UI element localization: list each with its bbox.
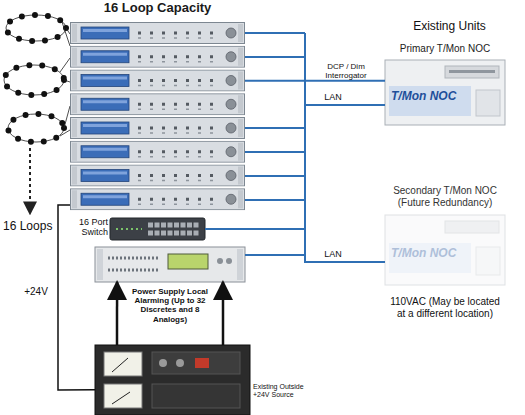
interface-module: [71, 23, 245, 44]
logo-band: [389, 86, 471, 116]
button: [226, 258, 232, 264]
alarm-unit: Power Supply Local Alarming (Up to 32 Di…: [95, 247, 245, 282]
lan-cable: [205, 229, 385, 262]
sensor-loop: [8, 114, 64, 142]
loop-wire: [60, 106, 70, 136]
annotation-label: Existing Units: [392, 20, 507, 34]
connector-label: +24V: [18, 286, 54, 298]
interface-module: [71, 165, 245, 186]
node-label: Secondary T/Mon NOC (Future Redundancy): [385, 185, 505, 208]
noc-unit: Secondary T/Mon NOC (Future Redundancy)T…: [385, 215, 505, 285]
power-wire: [222, 282, 225, 345]
node-label: Existing Outside +24V Source: [253, 383, 319, 399]
loop-wire: [60, 58, 70, 82]
front-panel: [476, 90, 500, 116]
noc-chassis: [385, 215, 505, 285]
connector-label: LAN: [318, 249, 348, 259]
meter-needle: [112, 392, 130, 404]
drive-bay: [445, 66, 499, 78]
switch-ports: [148, 223, 200, 228]
power-source: Existing Outside +24V Source: [95, 345, 250, 415]
noc-unit: Primary T/Mon NOCT/Mon NOC: [385, 60, 505, 125]
sensor-dots: [6, 15, 66, 41]
rack-ear: [237, 249, 243, 280]
analog-meter: [104, 352, 142, 376]
knob: [176, 359, 184, 367]
logo-band: [389, 243, 471, 273]
drive-slot: [449, 70, 495, 73]
interface-module: [71, 70, 245, 91]
interface-module: [71, 118, 245, 139]
node-label: 16 Loop Capacity: [70, 1, 245, 16]
indicator: [195, 358, 209, 368]
network-switch: 16 Port Switch: [110, 218, 205, 240]
meter-needle: [112, 358, 128, 372]
node-label: Primary T/Mon NOC: [385, 43, 505, 55]
dotted-arrow: [29, 148, 31, 214]
annotation-label: 110VAC (May be located at a different lo…: [385, 296, 505, 319]
rack-ear: [97, 249, 103, 280]
analog-meter: [104, 384, 142, 408]
terminal-strip: [108, 257, 160, 260]
sensor-loop: [4, 65, 64, 95]
sensor-dots: [8, 114, 64, 142]
noc-chassis: [385, 60, 505, 125]
annotation-label: 16 Loops: [3, 220, 55, 234]
noc-faded: [385, 215, 505, 285]
power-wire: [116, 282, 119, 345]
drive-bay: [445, 221, 499, 233]
connector-label: DCP / Dim Interrogator: [308, 62, 384, 80]
lan-cable: [205, 200, 305, 229]
lan-cable: [205, 229, 305, 255]
logo-text: T/Mon NOC: [391, 90, 471, 104]
button: [217, 258, 223, 264]
rack-chassis: 16 Loop Capacity: [70, 22, 245, 212]
alarm-unit-body: [95, 247, 245, 282]
interface-module: [71, 189, 245, 210]
switch-ports: [148, 231, 200, 236]
interface-module: [71, 46, 245, 67]
node-label: Power Supply Local Alarming (Up to 32 Di…: [125, 287, 215, 324]
lcd-display: [168, 254, 208, 269]
switch-leds: [116, 228, 142, 230]
sensor-dots: [4, 65, 64, 95]
interface-module: [71, 141, 245, 162]
connector-label: LAN: [318, 92, 348, 102]
power-source-body: [95, 345, 250, 415]
lan-cable: [205, 105, 385, 229]
node-label: 16 Port Switch: [68, 217, 108, 238]
control-panel: [152, 384, 240, 408]
loop-wire: [62, 22, 70, 46]
interface-module: [71, 94, 245, 115]
sensor-loop: [6, 15, 66, 41]
front-panel: [476, 247, 500, 275]
terminal-strip: [108, 269, 160, 272]
switch-body: [110, 218, 205, 240]
knob: [159, 359, 167, 367]
logo-text: T/Mon NOC: [391, 247, 471, 261]
control-panel: [152, 352, 240, 374]
